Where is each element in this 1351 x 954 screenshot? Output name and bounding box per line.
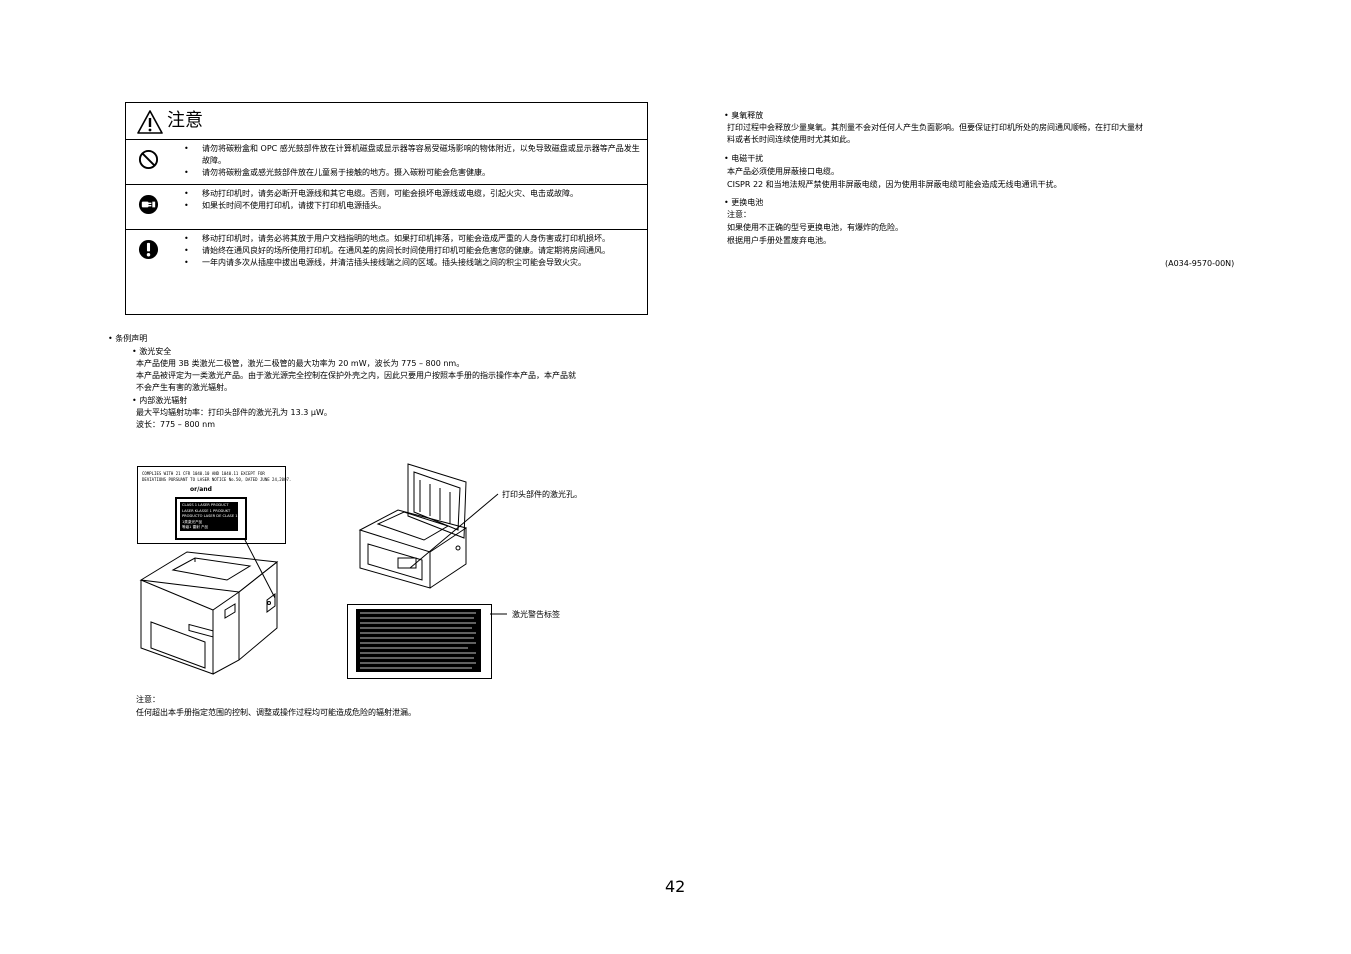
emi-heading: • 电磁干扰 <box>724 154 764 163</box>
battery-line: 根据用户手册处置废弃电池。 <box>727 236 831 245</box>
caution-item: 请勿将碳粉盒和 OPC 感光鼓部件放在计算机磁盘或显示器等容易受磁场影响的物体附… <box>184 143 640 167</box>
emi-line: CISPR 22 和当地法规严禁使用非屏蔽电缆，因为使用非屏蔽电缆可能会造成无线… <box>727 180 1062 189</box>
no-entry-icon <box>138 149 159 170</box>
laser-safety-line: 本产品使用 3B 类激光二极管，激光二极管的最大功率为 20 mW，波长为 77… <box>136 359 465 368</box>
battery-line: 如果使用不正确的型号更换电池，有爆炸的危险。 <box>727 223 903 232</box>
compliance-line: DEVIATIONS PURSUANT TO LASER NOTICE No.5… <box>142 477 292 482</box>
caution-list: 请勿将碳粉盒和 OPC 感光鼓部件放在计算机磁盘或显示器等容易受磁场影响的物体附… <box>184 143 640 179</box>
internal-radiation-line: 最大平均辐射功率：打印头部件的激光孔为 13.3 μW。 <box>136 408 332 417</box>
compliance-label: COMPLIES WITH 21 CFR 1040.10 AND 1040.11… <box>137 466 291 544</box>
unplug-icon <box>138 194 159 215</box>
laser-warning-text-lines <box>360 612 476 669</box>
caution-section-unplug: 移动打印机时，请务必断开电源线和其它电缆。否则，可能会损坏电源线或电缆，引起火灾… <box>126 185 647 230</box>
laser-warning-label <box>347 604 492 679</box>
class1-line: CLASS 1 LASER PRODUCT <box>182 503 229 507</box>
regulations-heading: • 条例声明 <box>108 334 148 343</box>
internal-radiation-heading: • 内部激光辐射 <box>132 396 188 405</box>
caution-list: 移动打印机时，请务必断开电源线和其它电缆。否则，可能会损坏电源线或电缆，引起火灾… <box>184 188 640 212</box>
aperture-callout: 打印头部件的激光孔。 <box>502 490 582 499</box>
callout-lines <box>409 493 507 615</box>
caution-box: 注意 请勿将碳粉盒和 OPC 感光鼓部件放在计算机磁盘或显示器等容易受磁场影响的… <box>125 102 648 315</box>
or-and-text: or/and <box>190 486 212 493</box>
laser-safety-line: 本产品被评定为一类激光产品。由于激光源完全控制在保护外壳之内，因此只要用户按照本… <box>136 371 576 380</box>
exclamation-icon <box>138 239 159 260</box>
caution-item: 移动打印机时，请务必将其放于用户文档指明的地点。如果打印机摔落，可能会造成严重的… <box>184 233 640 245</box>
printer-illustration-open <box>358 463 468 589</box>
page-number: 42 <box>665 877 686 896</box>
class1-label-inner: CLASS 1 LASER PRODUCT LASER KLASSE 1 PRO… <box>180 502 238 531</box>
caution-title: 注意 <box>167 110 203 131</box>
caution-section-prohibit: 请勿将碳粉盒和 OPC 感光鼓部件放在计算机磁盘或显示器等容易受磁场影响的物体附… <box>126 140 647 185</box>
compliance-line: COMPLIES WITH 21 CFR 1040.10 AND 1040.11… <box>142 471 265 476</box>
laser-safety-line: 不会产生有害的激光辐射。 <box>136 383 232 392</box>
internal-radiation-line: 波长：775 – 800 nm <box>136 420 216 429</box>
class1-line: 等级1 雷射 产品 <box>182 525 209 530</box>
compliance-label-text: COMPLIES WITH 21 CFR 1040.10 AND 1040.11… <box>142 471 291 483</box>
emi-line: 本产品必须使用屏蔽接口电缆。 <box>727 167 839 176</box>
class1-line: LASER KLASSE 1 PRODUKT <box>182 508 231 513</box>
caution-header: 注意 <box>126 103 647 140</box>
ozone-line: 料或者长时间连续使用时尤其如此。 <box>727 135 855 144</box>
figure-note-text: 任何超出本手册指定范围的控制、调整或操作过程均可能造成危险的辐射泄漏。 <box>136 708 416 717</box>
caution-item: 请勿将碳粉盒或感光鼓部件放在儿童易于接触的地方。摄入碳粉可能会危害健康。 <box>184 167 640 179</box>
battery-line: 注意： <box>727 210 751 219</box>
caution-item: 如果长时间不使用打印机，请拔下打印机电源插头。 <box>184 200 640 212</box>
warning-triangle-icon <box>137 110 163 134</box>
caution-section-mandatory: 移动打印机时，请务必将其放于用户文档指明的地点。如果打印机摔落，可能会造成严重的… <box>126 230 647 314</box>
battery-heading: • 更换电池 <box>724 198 764 207</box>
document-code: (A034-9570-00N) <box>1165 259 1235 268</box>
label-callout: 激光警告标签 <box>512 610 560 619</box>
class1-line: PRODUCTO LASER DE CLASE 1 <box>182 514 238 519</box>
laser-warning-label-inner <box>356 609 481 672</box>
figure-note-label: 注意： <box>136 695 160 704</box>
laser-safety-heading: • 激光安全 <box>132 347 172 356</box>
ozone-line: 打印过程中会释放少量臭氧。其剂量不会对任何人产生负面影响。但要保证打印机所处的房… <box>727 123 1143 132</box>
caution-item: 移动打印机时，请务必断开电源线和其它电缆。否则，可能会损坏电源线或电缆，引起火灾… <box>184 188 640 200</box>
caution-item: 一年内请多次从插座中拔出电源线，并清洁插头接线端之间的区域。插头接线端之间的积尘… <box>184 257 640 269</box>
caution-list: 移动打印机时，请务必将其放于用户文档指明的地点。如果打印机摔落，可能会造成严重的… <box>184 233 640 269</box>
printer-illustration-closed <box>139 540 279 675</box>
class1-label: CLASS 1 LASER PRODUCT LASER KLASSE 1 PRO… <box>175 497 247 540</box>
ozone-heading: • 臭氧释放 <box>724 111 764 120</box>
caution-item: 请始终在通风良好的场所使用打印机。在通风差的房间长时间使用打印机可能会危害您的健… <box>184 245 640 257</box>
class1-line: 1类激光产品 <box>182 519 203 524</box>
